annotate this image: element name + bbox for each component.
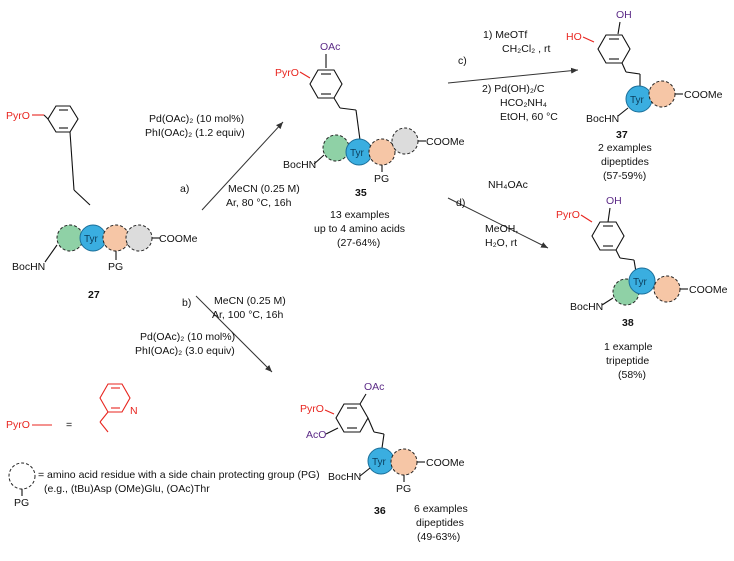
- svg-text:dipeptides: dipeptides: [601, 156, 649, 168]
- svg-text:(57-59%): (57-59%): [603, 170, 646, 182]
- svg-text:37: 37: [616, 129, 628, 141]
- svg-text:13 examples: 13 examples: [330, 209, 390, 221]
- svg-text:(e.g., (tBu)Asp (OMe)Glu, (OAc: (e.g., (tBu)Asp (OMe)Glu, (OAc)Thr: [44, 483, 210, 495]
- svg-text:(49-63%): (49-63%): [417, 531, 460, 543]
- svg-text:PhI(OAc)₂ (3.0 equiv): PhI(OAc)₂ (3.0 equiv): [135, 345, 235, 357]
- residue-green: [322, 134, 350, 162]
- svg-text:b): b): [182, 297, 191, 309]
- svg-text:COOMe: COOMe: [689, 284, 728, 296]
- svg-text:PyrO: PyrO: [275, 67, 299, 79]
- legend: PG = amino acid residue with a side chai…: [8, 462, 320, 509]
- residue-orange: [653, 275, 681, 303]
- pyridine-ring: [99, 383, 131, 413]
- svg-text:OAc: OAc: [320, 41, 340, 53]
- svg-text:OH: OH: [606, 195, 622, 207]
- svg-text:1 example: 1 example: [604, 341, 653, 353]
- svg-text:6 examples: 6 examples: [414, 503, 468, 515]
- residue-grey: [125, 224, 153, 252]
- svg-text:a): a): [180, 183, 189, 195]
- residue-orange: [390, 448, 418, 476]
- bochn-label: BocHN: [12, 261, 45, 273]
- svg-text:dipeptides: dipeptides: [416, 517, 464, 529]
- svg-text:= amino acid residue with a si: = amino acid residue with a side chain p…: [38, 469, 320, 481]
- arrow-a: Pd(OAc)₂ (10 mol%) PhI(OAc)₂ (1.2 equiv)…: [145, 113, 300, 211]
- svg-text:d): d): [456, 197, 465, 209]
- svg-text:(27-64%): (27-64%): [337, 237, 380, 249]
- svg-text:1) MeOTf: 1) MeOTf: [483, 29, 527, 41]
- arrow-c: 1) MeOTf CH₂Cl₂ , rt c) 2) Pd(OH)₂/C HCO…: [447, 29, 579, 123]
- benzene-ring: [335, 403, 369, 433]
- svg-text:MeOH,: MeOH,: [485, 223, 518, 235]
- compound-number-27: 27: [88, 289, 100, 301]
- svg-text:PG: PG: [14, 497, 29, 509]
- svg-text:NH₄OAc: NH₄OAc: [488, 179, 528, 191]
- residue-orange: [648, 80, 676, 108]
- svg-text:PhI(OAc)₂ (1.2 equiv): PhI(OAc)₂ (1.2 equiv): [145, 127, 245, 139]
- svg-text:PyrO: PyrO: [300, 403, 324, 415]
- svg-text:Tyr: Tyr: [350, 148, 365, 159]
- svg-text:(58%): (58%): [618, 369, 646, 381]
- tyr-residue: [628, 267, 656, 295]
- svg-text:PyrO: PyrO: [556, 209, 580, 221]
- svg-text:COOMe: COOMe: [426, 136, 465, 148]
- svg-text:BocHN: BocHN: [586, 113, 619, 125]
- svg-text:PG: PG: [396, 483, 411, 495]
- pyro-definition: PyrO = N: [6, 383, 138, 433]
- svg-text:HCO₂NH₄: HCO₂NH₄: [500, 97, 547, 109]
- svg-text:OAc: OAc: [364, 381, 384, 393]
- compound-27: PyrO Tyr PG COOMe BocHN 27: [6, 105, 198, 301]
- svg-text:up to 4 amino acids: up to 4 amino acids: [314, 223, 405, 235]
- svg-text:BocHN: BocHN: [283, 159, 316, 171]
- compound-37: OH HO Tyr COOMe BocHN 37 2 examples dipe…: [566, 9, 723, 182]
- svg-text:OH: OH: [616, 9, 632, 21]
- legend-residue-icon: [8, 462, 36, 490]
- svg-text:N: N: [130, 405, 138, 417]
- svg-text:36: 36: [374, 505, 386, 517]
- svg-text:2 examples: 2 examples: [598, 142, 652, 154]
- svg-text:PG: PG: [374, 173, 389, 185]
- svg-text:H₂O, rt: H₂O, rt: [485, 237, 517, 249]
- svg-text:BocHN: BocHN: [328, 471, 361, 483]
- compound-35: OAc PyrO Tyr PG COOMe BocHN 35 13 exampl…: [275, 41, 465, 249]
- compound-38: OH PyrO Tyr COOMe BocHN 38 1 example tri…: [556, 195, 728, 381]
- svg-text:BocHN: BocHN: [570, 301, 603, 313]
- svg-text:AcO: AcO: [306, 429, 326, 441]
- compound-36: OAc PyrO AcO Tyr COOMe PG BocHN 36 6 exa…: [300, 381, 468, 543]
- pg-label: PG: [108, 261, 123, 273]
- svg-text:MeCN (0.25 M): MeCN (0.25 M): [228, 183, 300, 195]
- residue-orange: [102, 224, 130, 252]
- residue-orange: [368, 138, 396, 166]
- svg-text:COOMe: COOMe: [426, 457, 465, 469]
- svg-text:=: =: [66, 419, 72, 431]
- svg-text:Pd(OAc)₂ (10 mol%): Pd(OAc)₂ (10 mol%): [149, 113, 244, 125]
- svg-text:Tyr: Tyr: [633, 277, 648, 288]
- svg-text:Ar, 100 °C, 16h: Ar, 100 °C, 16h: [212, 309, 283, 321]
- coome-label: COOMe: [159, 233, 198, 245]
- svg-text:35: 35: [355, 187, 367, 199]
- svg-text:Ar, 80 °C, 16h: Ar, 80 °C, 16h: [226, 197, 292, 209]
- svg-text:HO: HO: [566, 31, 582, 43]
- pyro-label: PyrO: [6, 110, 30, 122]
- svg-text:Tyr: Tyr: [630, 95, 645, 106]
- arrow-d: NH₄OAc d) MeOH, H₂O, rt: [447, 179, 549, 249]
- svg-text:Tyr: Tyr: [372, 457, 387, 468]
- arrow-b: b) MeCN (0.25 M) Ar, 100 °C, 16h Pd(OAc)…: [135, 295, 286, 373]
- svg-text:2) Pd(OH)₂/C: 2) Pd(OH)₂/C: [482, 83, 545, 95]
- residue-grey: [391, 127, 419, 155]
- svg-text:Tyr: Tyr: [84, 234, 99, 245]
- svg-text:tripeptide: tripeptide: [606, 355, 649, 367]
- svg-text:EtOH, 60 °C: EtOH, 60 °C: [500, 111, 558, 123]
- svg-text:PyrO: PyrO: [6, 419, 30, 431]
- svg-text:MeCN (0.25 M): MeCN (0.25 M): [214, 295, 286, 307]
- svg-text:COOMe: COOMe: [684, 89, 723, 101]
- svg-text:38: 38: [622, 317, 634, 329]
- svg-text:CH₂Cl₂ , rt: CH₂Cl₂ , rt: [502, 43, 550, 55]
- svg-text:Pd(OAc)₂ (10 mol%): Pd(OAc)₂ (10 mol%): [140, 331, 235, 343]
- svg-text:c): c): [458, 55, 467, 67]
- residue-green: [56, 224, 84, 252]
